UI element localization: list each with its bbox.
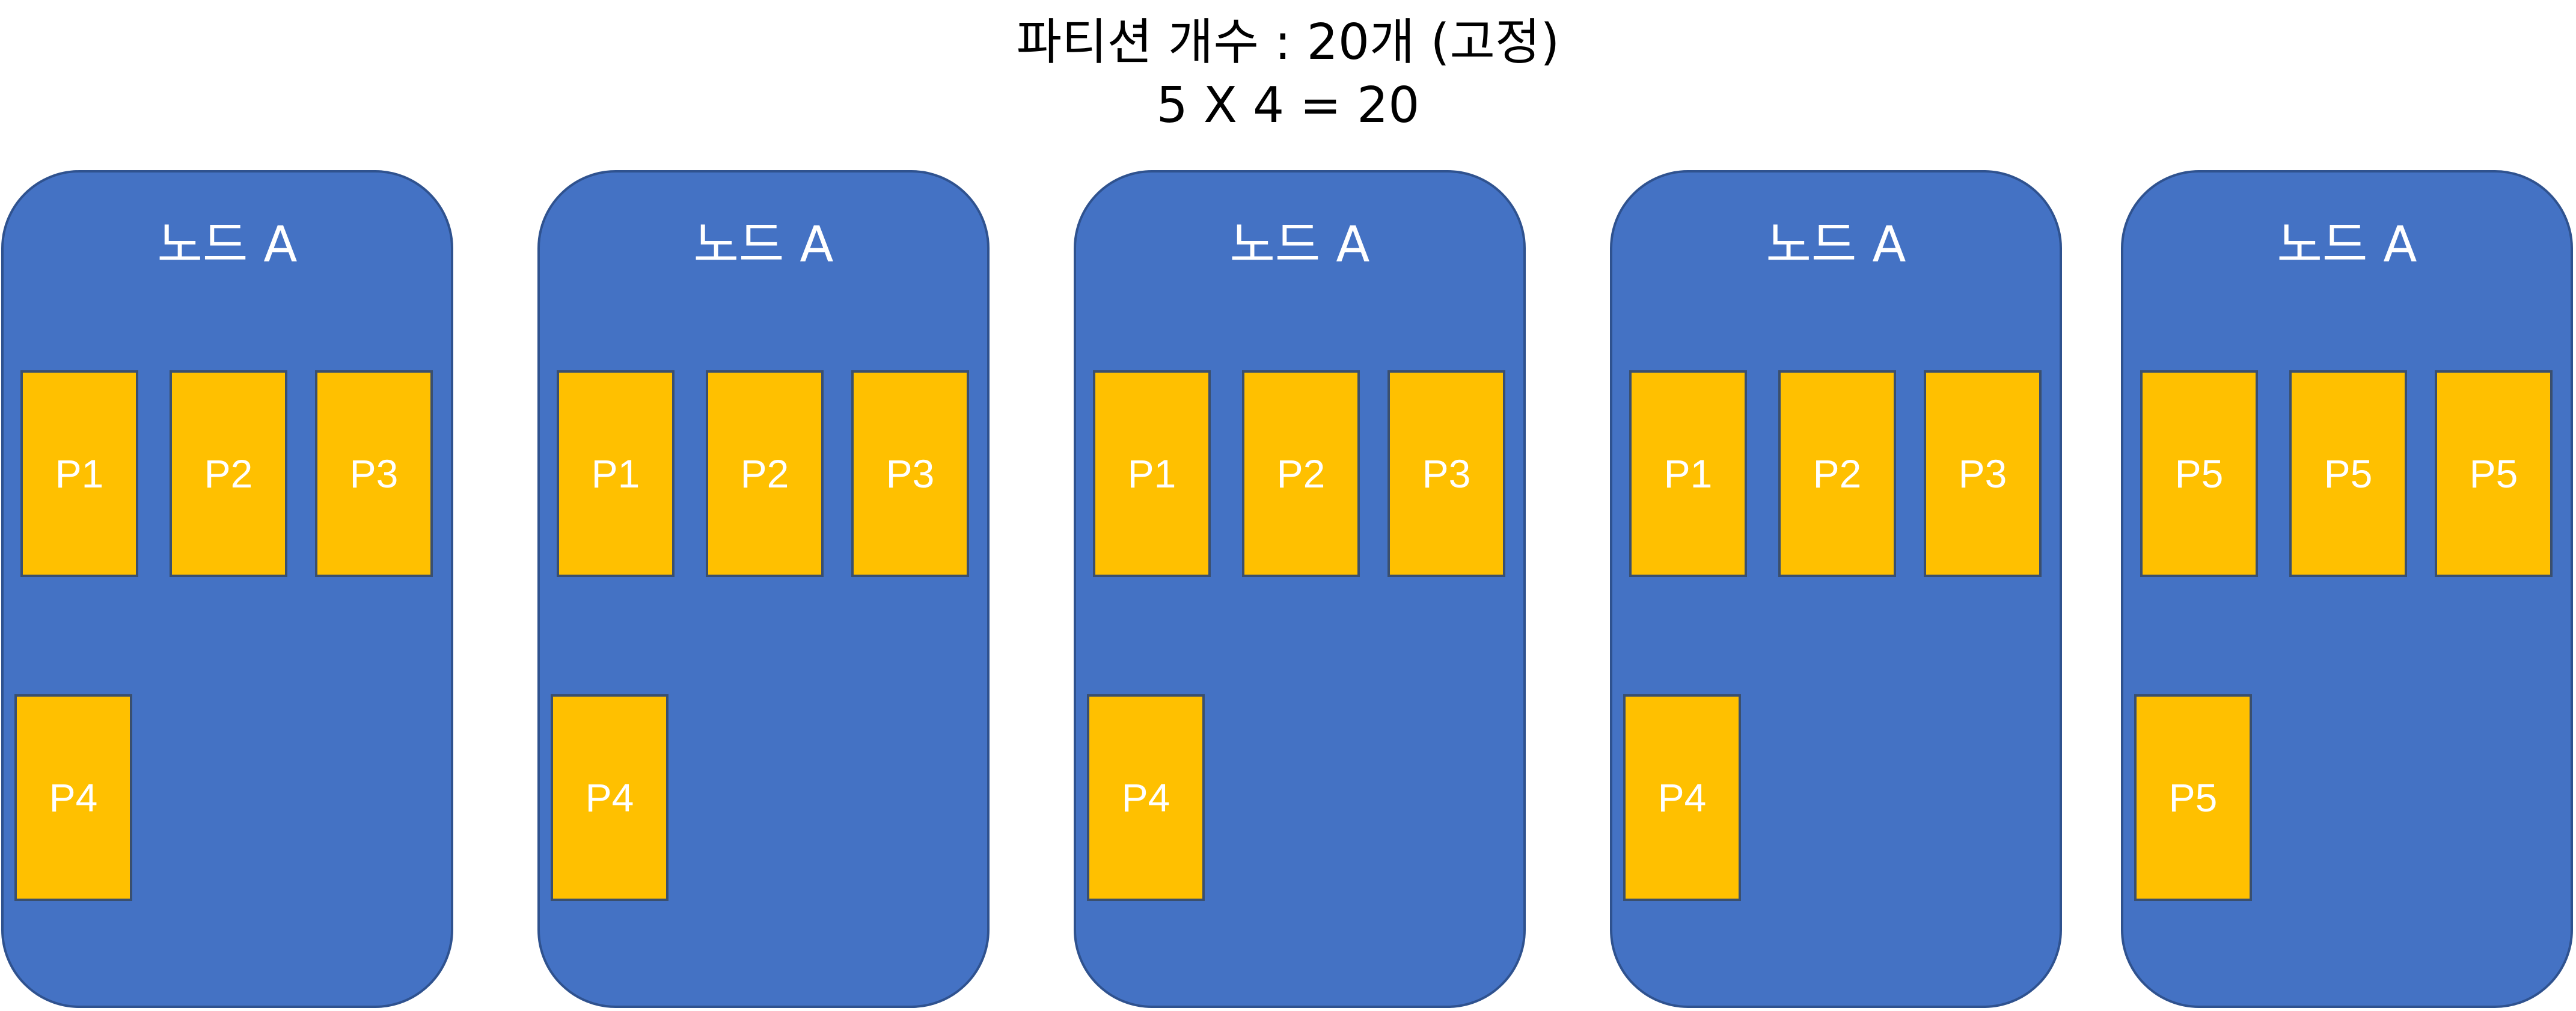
partition-box: P5 xyxy=(2289,370,2407,577)
partition-box: P2 xyxy=(706,370,824,577)
node-box: 노드 A P1 P2 P3 P4 xyxy=(1,170,453,1008)
partition-box: P5 xyxy=(2140,370,2258,577)
diagram-title: 파티션 개수 : 20개 (고정) xyxy=(1016,14,1560,71)
node-label: 노드 A xyxy=(1766,216,1906,273)
partition-box: P4 xyxy=(14,694,132,901)
partition-box: P5 xyxy=(2435,370,2553,577)
partition-box: P1 xyxy=(20,370,138,577)
partition-box: P2 xyxy=(170,370,287,577)
partition-box: P1 xyxy=(557,370,675,577)
partition-box: P2 xyxy=(1778,370,1896,577)
partition-box: P4 xyxy=(551,694,668,901)
node-label: 노드 A xyxy=(157,216,298,273)
partition-box: P3 xyxy=(851,370,969,577)
partition-box: P3 xyxy=(1924,370,2042,577)
partition-box: P1 xyxy=(1093,370,1211,577)
node-box: 노드 A P1 P2 P3 P4 xyxy=(537,170,990,1008)
node-box: 노드 A P1 P2 P3 P4 xyxy=(1074,170,1526,1008)
partition-box: P3 xyxy=(315,370,433,577)
partition-box: P4 xyxy=(1087,694,1205,901)
partition-box: P3 xyxy=(1387,370,1505,577)
node-box: 노드 A P5 P5 P5 P5 xyxy=(2121,170,2573,1008)
node-label: 노드 A xyxy=(693,216,834,273)
node-label: 노드 A xyxy=(1229,216,1370,273)
partition-box: P4 xyxy=(1623,694,1741,901)
node-label: 노드 A xyxy=(2277,216,2417,273)
diagram-subtitle: 5 X 4 = 20 xyxy=(1156,77,1420,134)
partition-box: P2 xyxy=(1242,370,1360,577)
partition-box: P1 xyxy=(1629,370,1747,577)
node-box: 노드 A P1 P2 P3 P4 xyxy=(1610,170,2062,1008)
partition-box: P5 xyxy=(2134,694,2252,901)
